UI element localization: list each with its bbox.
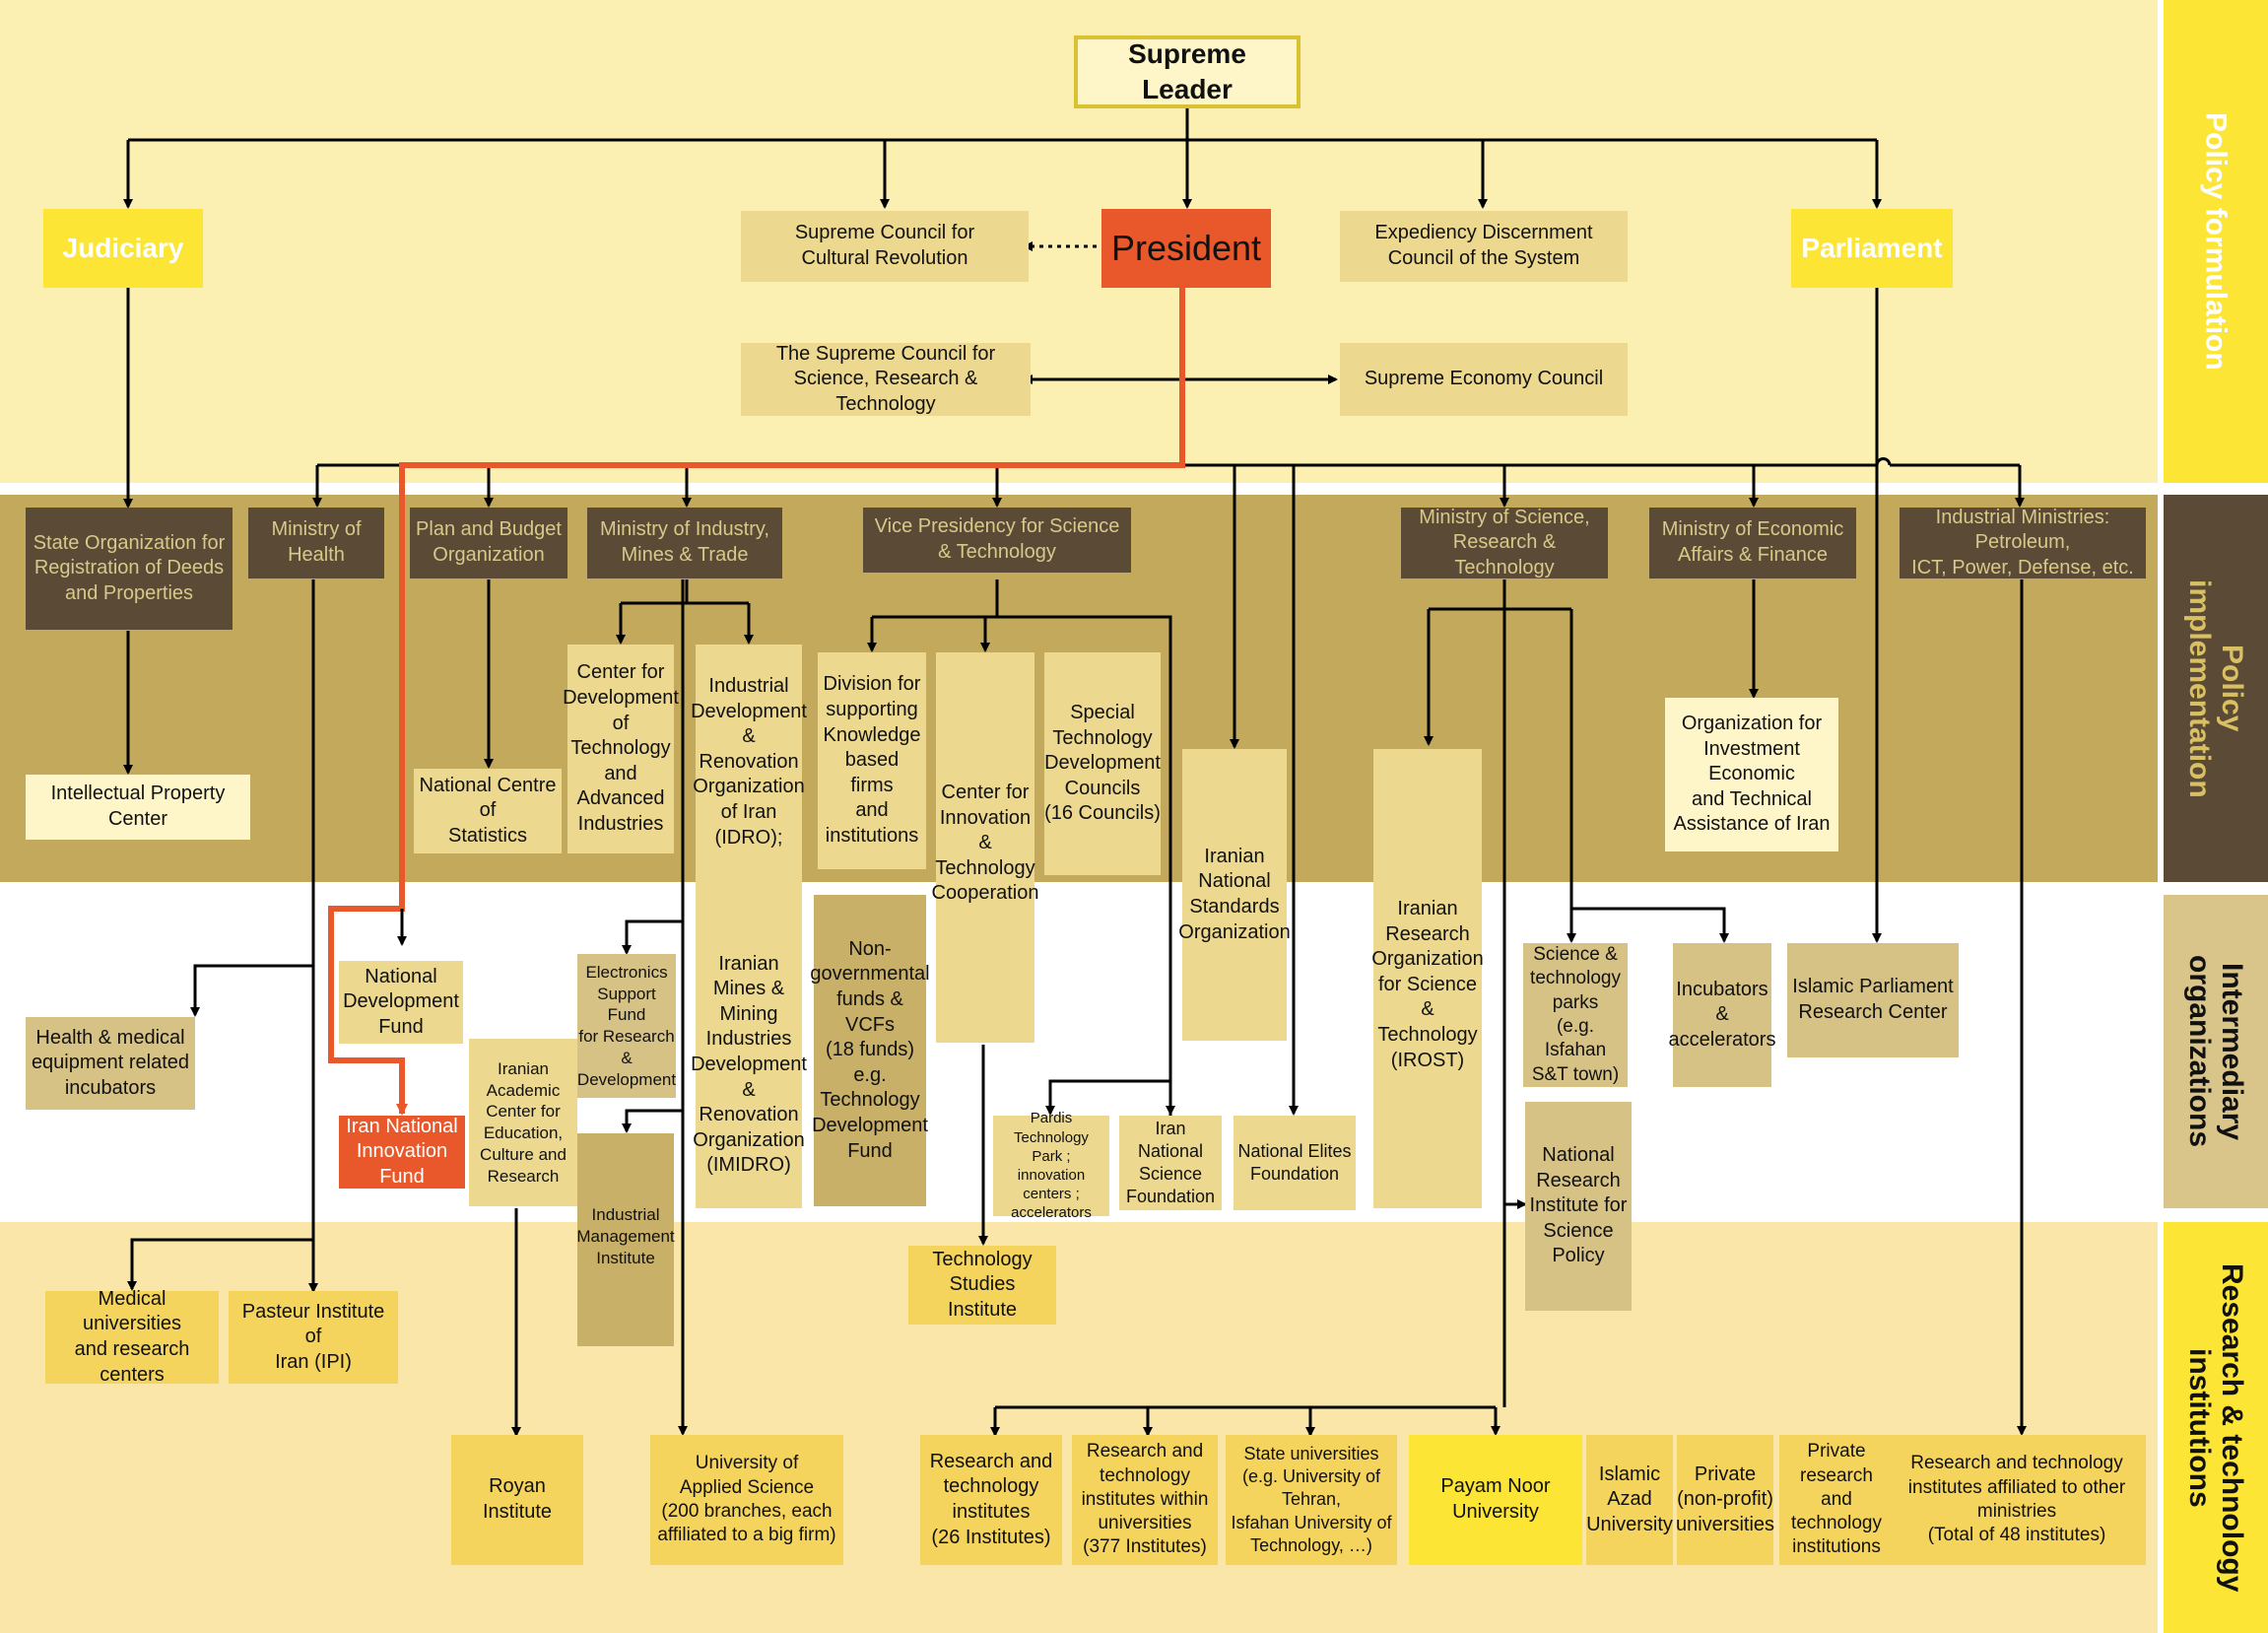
node-supreme-leader: Supreme Leader (1074, 35, 1301, 108)
side-policy-implementation: Policy implementation (2164, 495, 2268, 882)
node-judiciary: Judiciary (43, 209, 203, 288)
node-ministry-economic: Ministry of Economic Affairs & Finance (1649, 508, 1856, 578)
node-pardis-tech-park: Pardis Technology Park ; innovation cent… (993, 1110, 1109, 1221)
node-national-elites-foundation: National Elites Foundation (1234, 1116, 1356, 1210)
side-intermediary: Intermediary organizations (2164, 895, 2268, 1208)
node-ministry-health: Ministry of Health (248, 508, 384, 578)
node-electronics-support-fund: Electronics Support Fund for Research & … (577, 954, 676, 1098)
node-state-universities: State universities (e.g. University of T… (1226, 1435, 1397, 1565)
node-iran-national-science-foundation: Iran National Science Foundation (1119, 1116, 1222, 1210)
node-irost: Iranian Research Organization for Scienc… (1371, 749, 1484, 1208)
node-payam-noor-university: Payam Noor University (1409, 1435, 1582, 1565)
node-royan-institute: Royan Institute (451, 1435, 583, 1565)
side-research-label: Research & technology institutions (2183, 1262, 2248, 1593)
node-medical-universities: Medical universities and research center… (45, 1288, 219, 1386)
node-vice-presidency: Vice Presidency for Science & Technology (863, 508, 1131, 573)
node-rti-48: Research and technology institutes affil… (1888, 1435, 2146, 1565)
node-citc: Center for Innovation & Technology Coope… (932, 652, 1038, 1043)
node-university-applied-science: University of Applied Science (200 branc… (650, 1435, 843, 1565)
node-idro-imidro: Industrial Development & Renovation Orga… (691, 645, 807, 1208)
node-expediency-council: Expediency Discernment Council of the Sy… (1340, 211, 1628, 282)
side-policy-formulation-label: Policy formulation (2199, 112, 2233, 371)
node-special-tech-councils: Special Technology Development Councils … (1044, 652, 1161, 875)
node-parliament: Parliament (1791, 209, 1953, 288)
node-national-development-fund: National Development Fund (339, 961, 463, 1044)
node-national-centre-statistics: National Centre of Statistics (414, 769, 562, 853)
node-rti-26: Research and technology institutes (26 I… (920, 1435, 1062, 1565)
node-incubators: Incubators & accelerators (1669, 943, 1775, 1087)
node-ip-center: Intellectual Property Center (26, 775, 250, 840)
node-industrial-management-institute: Industrial Management Institute (576, 1133, 675, 1346)
node-islamic-azad-university: Islamic Azad University (1586, 1435, 1673, 1565)
node-president: President (1101, 209, 1271, 288)
node-st-parks: Science & technology parks (e.g. Isfahan… (1523, 943, 1628, 1087)
node-oieta: Organization for Investment Economic and… (1665, 698, 1838, 851)
node-ministry-industry: Ministry of Industry, Mines & Trade (587, 508, 782, 578)
node-supreme-economy-council: Supreme Economy Council (1340, 343, 1628, 416)
node-pasteur-institute: Pasteur Institute of Iran (IPI) (229, 1291, 398, 1384)
node-technology-studies-institute: Technology Studies Institute (908, 1246, 1056, 1325)
node-health-incubators: Health & medical equipment related incub… (26, 1017, 195, 1110)
node-iran-national-innovation-fund: Iran National Innovation Fund (339, 1116, 465, 1189)
node-supreme-council-cultural-revolution: Supreme Council for Cultural Revolution (741, 211, 1029, 282)
node-acecr: Iranian Academic Center for Education, C… (469, 1039, 577, 1206)
node-cdtai: Center for Development of Technology and… (563, 645, 679, 853)
node-ministry-science: Ministry of Science, Research & Technolo… (1401, 507, 1608, 578)
node-islamic-parliament-research-center: Islamic Parliament Research Center (1787, 943, 1959, 1057)
node-private-universities: Private (non-profit) universities (1676, 1435, 1774, 1565)
node-division-knowledge-firms: Division for supporting Knowledge based … (818, 652, 926, 869)
node-rti-377: Research and technology institutes withi… (1072, 1435, 1218, 1565)
node-ngo-funds: Non- governmental funds & VCFs (18 funds… (810, 895, 930, 1206)
side-research: Research & technology institutions (2164, 1222, 2268, 1633)
node-plan-budget: Plan and Budget Organization (410, 508, 567, 578)
node-private-rti: Private research and technology institut… (1779, 1435, 1894, 1565)
side-policy-implementation-label: Policy implementation (2183, 578, 2248, 798)
node-nrisp: National Research Institute for Science … (1525, 1102, 1632, 1311)
side-intermediary-label: Intermediary organizations (2183, 955, 2248, 1148)
node-supreme-council-science: The Supreme Council for Science, Researc… (741, 343, 1031, 416)
node-state-org-deeds: State Organization for Registration of D… (26, 508, 233, 630)
node-industrial-ministries: Industrial Ministries: Petroleum, ICT, P… (1900, 507, 2146, 578)
node-standards-org: Iranian National Standards Organization (1178, 749, 1291, 1041)
side-policy-formulation: Policy formulation (2164, 0, 2268, 483)
